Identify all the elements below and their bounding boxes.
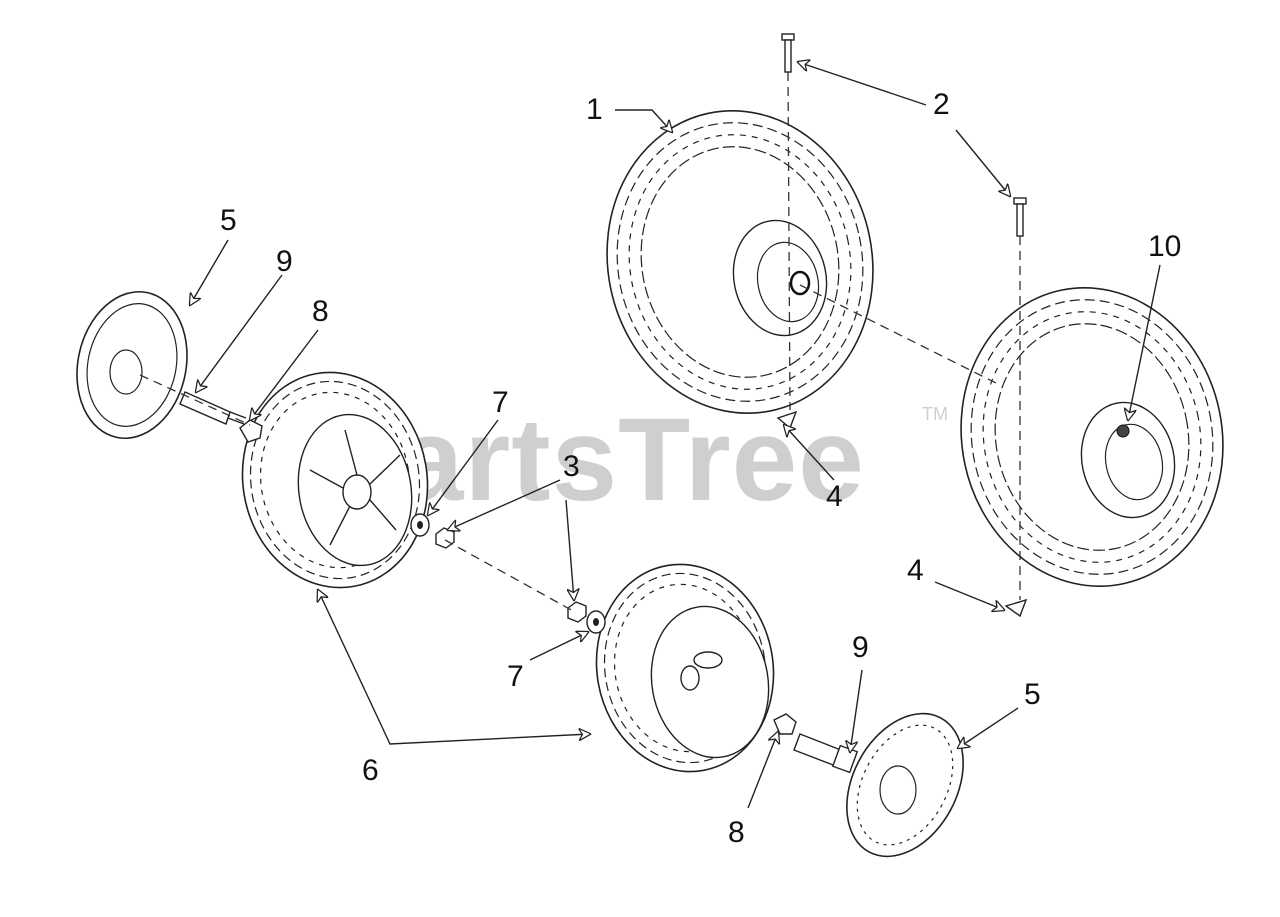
hubcap-left — [76, 290, 188, 440]
callout-9-left: 9 — [276, 245, 293, 278]
callout-3: 3 — [563, 450, 580, 483]
nut-right — [567, 601, 587, 623]
washer-left — [410, 513, 430, 537]
callout-9-right: 9 — [852, 631, 869, 664]
front-wheel-right — [595, 563, 775, 773]
callout-8-left: 8 — [312, 295, 329, 328]
front-wheel-left — [241, 371, 429, 589]
callout-10: 10 — [1148, 230, 1182, 263]
watermark-trademark: TM — [922, 404, 948, 424]
rear-wheel-right — [960, 287, 1224, 587]
callout-5-left: 5 — [220, 204, 237, 237]
washer-right — [586, 610, 606, 634]
pin-top — [781, 33, 795, 73]
callout-4-right: 4 — [907, 554, 924, 587]
callout-5-right: 5 — [1024, 678, 1041, 711]
leader-arrows — [190, 62, 1161, 809]
callout-6: 6 — [362, 754, 379, 787]
callout-1: 1 — [586, 93, 603, 126]
rear-wheel-left — [606, 110, 874, 414]
clip-center — [776, 410, 798, 430]
callout-4-center: 4 — [826, 480, 843, 513]
axle-bolt-right — [793, 733, 859, 774]
bushing-right — [773, 713, 797, 735]
pin-right — [1013, 197, 1027, 237]
nut-left — [435, 527, 455, 549]
callout-7-left: 7 — [492, 386, 509, 419]
axle-bolt-left — [179, 391, 247, 425]
callout-7-bottom: 7 — [507, 660, 524, 693]
bushing-left — [239, 419, 263, 443]
callout-8-bottom: 8 — [728, 816, 745, 849]
hubcap-right — [846, 712, 964, 858]
callout-2: 2 — [933, 88, 950, 121]
clip-right — [1004, 598, 1028, 618]
